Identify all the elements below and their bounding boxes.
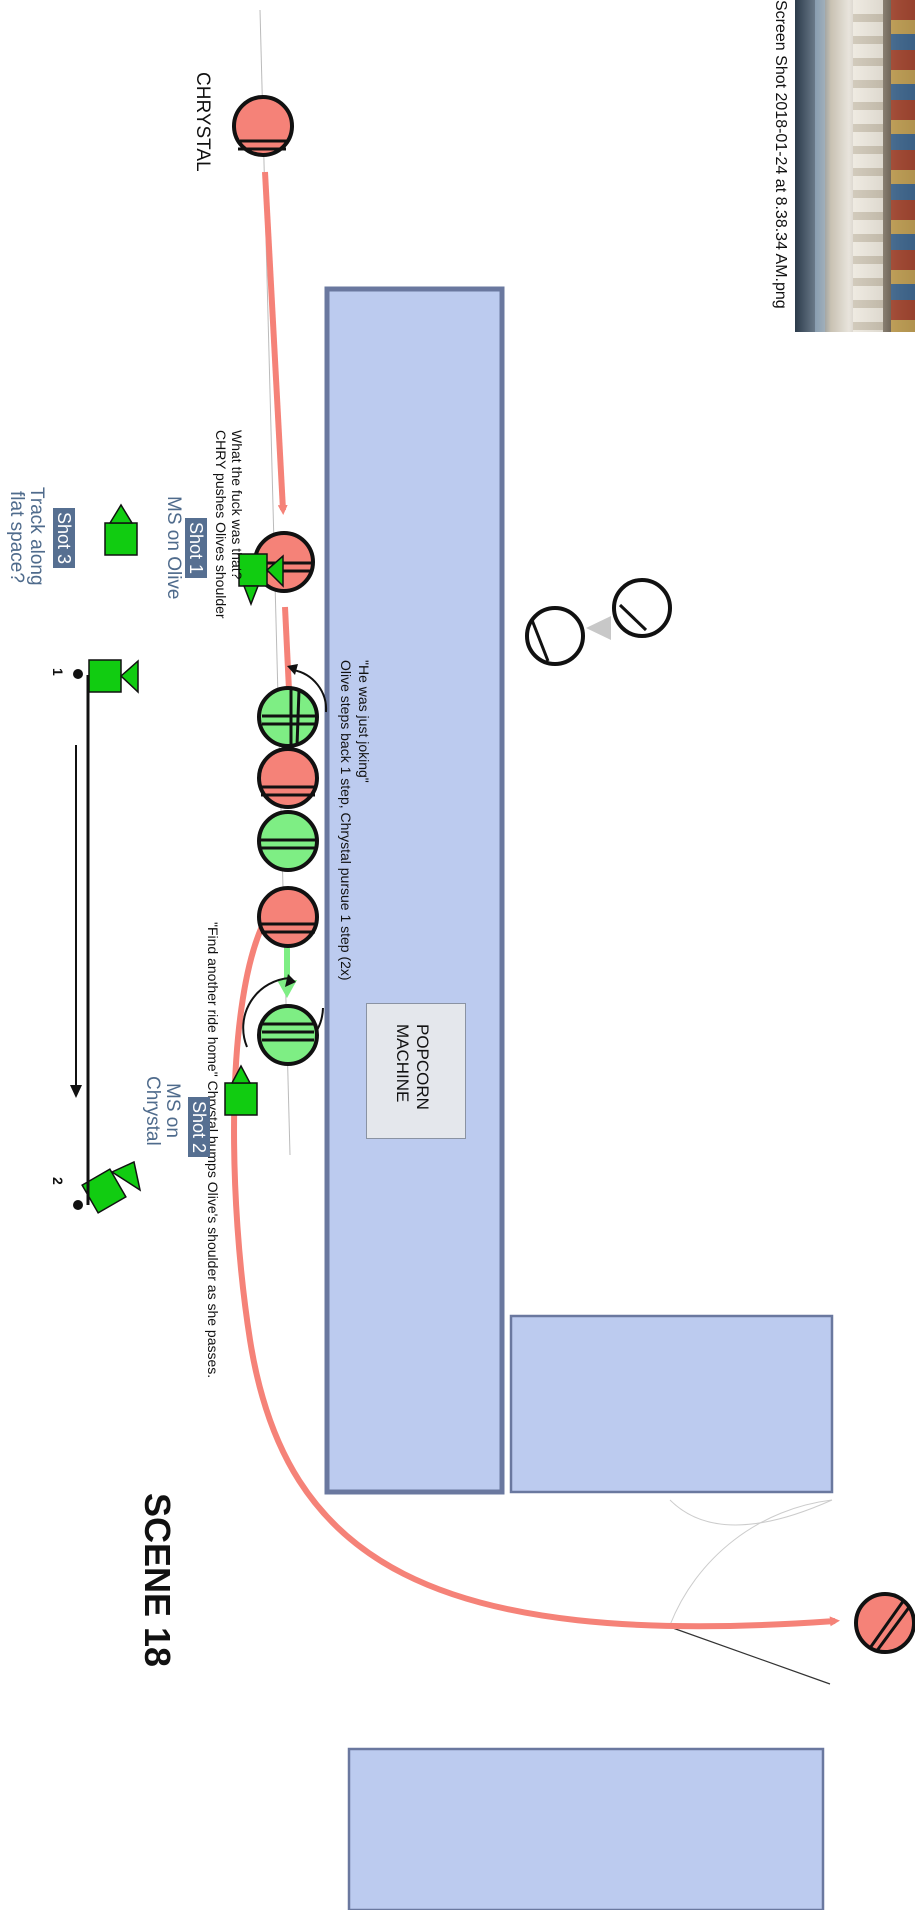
counter-side [509,1314,834,1494]
shot1-desc: MS on Olive [163,496,184,600]
shot2-tag: Shot 2 [188,1097,210,1158]
popcorn-machine: POPCORN MACHINE [366,1003,466,1139]
shot2-desc-line1: MS on [162,1083,183,1138]
shot3-tag: Shot 3 [53,508,75,569]
track-end-number: 2 [50,1177,66,1185]
scene-title: SCENE 18 [137,1493,178,1668]
character-label: CHRYSTAL [192,72,213,172]
camera-icon-track-start [88,659,139,694]
track-direction-arrowhead [70,1085,82,1098]
door-panel [669,1626,831,1685]
camera-icon-track-end [81,1160,142,1214]
chrystal-walk-segment [282,606,292,691]
chrystal-marker-exit [854,1592,915,1654]
popcorn-label-line1: POPCORN [413,1024,432,1110]
shot3-desc-line1: Track along [26,487,47,586]
counter-bottom [347,1747,825,1910]
rotation-arrow-2 [242,977,291,1048]
door-swing [669,1499,833,1526]
shot2-desc-line2: Chrystal [142,1076,163,1146]
olive-marker-3 [257,1004,319,1066]
shot3-desc-line2: flat space? [6,491,27,583]
counter-main [324,286,505,1495]
empty-marker-2 [612,578,672,638]
chrystal-marker-counter [253,531,315,593]
track-end-dot [73,1200,83,1210]
shot1-tag: Shot 1 [185,518,207,579]
note1-line2: CHRY pushes Olives shoulder [213,430,229,619]
note2-line2: Olive steps back 1 step, Chrystal pursue… [338,660,354,981]
rotation-arrow-1 [292,669,328,713]
camera-icon-shot2 [224,1064,258,1116]
olive-marker-2 [257,810,319,872]
track-start-number: 1 [50,668,66,676]
rotation-arrow-1-head [287,664,298,675]
chrystal-marker-2 [257,747,319,809]
note2-line1: "He was just joking" [356,660,372,783]
door-swing-arc [669,1499,833,1626]
reference-screenshot-thumbnail [795,0,915,332]
olive-step-arrowhead [277,980,297,998]
grey-transition-arrow [586,616,611,640]
popcorn-label-line2: MACHINE [393,1024,412,1103]
rotation-arrow-2-head [285,974,296,987]
chrystal-marker-start [232,95,294,157]
camera-icon-shot1 [238,553,284,607]
chrystal-exit-path [231,918,840,1630]
note1-line1: What the fuck was that? [229,430,245,580]
track-start-dot [73,669,83,679]
olive-marker-1 [257,686,319,748]
chrystal-walk-arrow [262,171,288,515]
camera-icon-shot3 [104,503,138,556]
empty-marker-1 [525,606,585,666]
chrystal-marker-3 [257,886,319,948]
